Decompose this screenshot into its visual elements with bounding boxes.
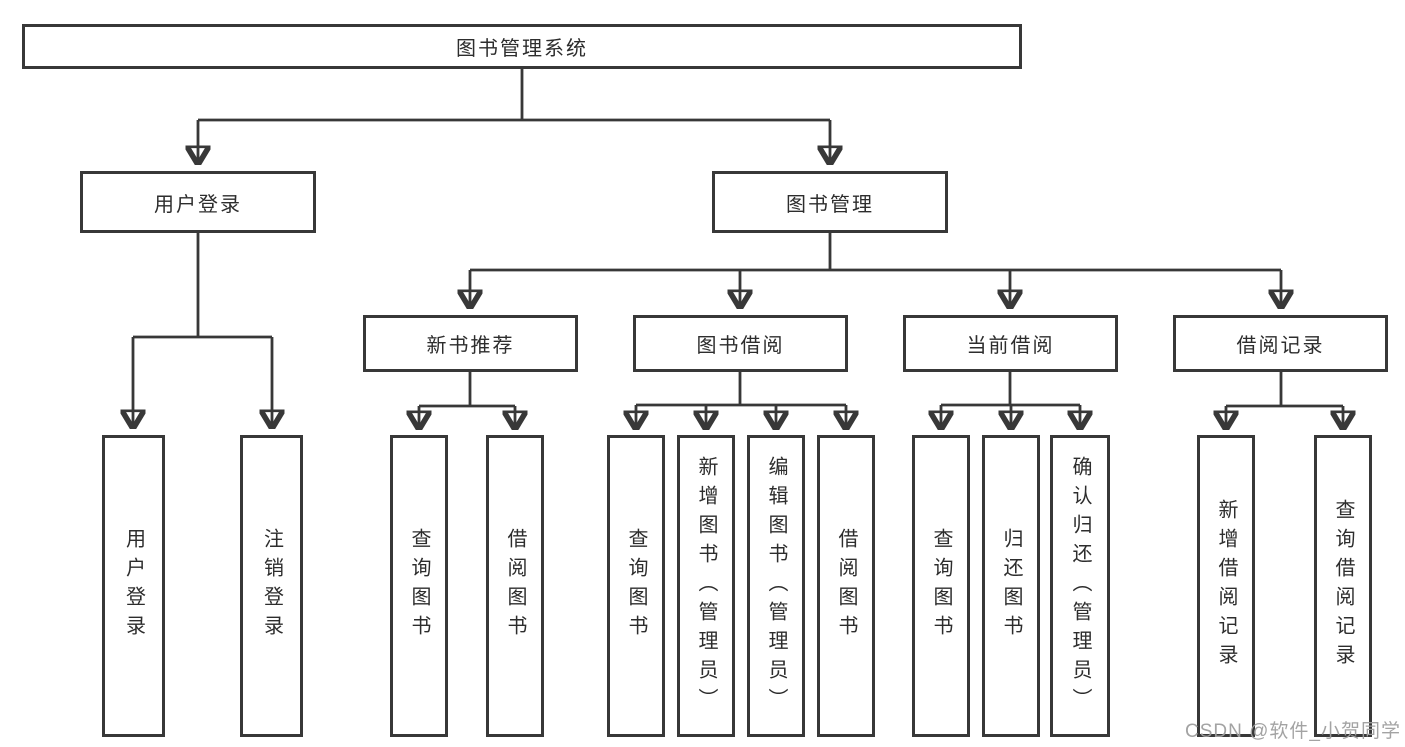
connector-new-book-recommend-split (419, 372, 515, 427)
connector-borrow-records-split (1226, 372, 1343, 427)
leaf-query-books-current: 查询图书 (912, 435, 970, 737)
connector-root-split (198, 68, 830, 162)
connector-book-management-split (470, 232, 1281, 306)
leaf-query-borrow-record: 查询借阅记录 (1314, 435, 1372, 737)
connector-book-borrow-split (636, 372, 846, 427)
leaf-borrow-books-recommend: 借阅图书 (486, 435, 544, 737)
node-current-borrow: 当前借阅 (903, 315, 1118, 372)
leaf-query-books-borrow: 查询图书 (607, 435, 665, 737)
node-user-login-branch: 用户登录 (80, 171, 316, 233)
leaf-borrow-books: 借阅图书 (817, 435, 875, 737)
leaf-user-login: 用户登录 (102, 435, 165, 737)
node-library-management-system: 图书管理系统 (22, 24, 1022, 69)
connector-current-borrow-split (941, 372, 1080, 427)
leaf-query-books-recommend: 查询图书 (390, 435, 448, 737)
leaf-return-books: 归还图书 (982, 435, 1040, 737)
node-book-management-branch: 图书管理 (712, 171, 948, 233)
csdn-watermark: CSDN @软件_小贺同学 (1185, 721, 1401, 742)
node-book-borrow: 图书借阅 (633, 315, 848, 372)
leaf-add-books-admin: 新增图书（管理员） (677, 435, 735, 737)
leaf-edit-books-admin: 编辑图书（管理员） (747, 435, 805, 737)
node-new-book-recommend: 新书推荐 (363, 315, 578, 372)
leaf-add-borrow-record: 新增借阅记录 (1197, 435, 1255, 737)
node-borrow-records: 借阅记录 (1173, 315, 1388, 372)
leaf-logout: 注销登录 (240, 435, 303, 737)
leaf-confirm-return-admin: 确认归还（管理员） (1050, 435, 1110, 737)
connector-user-login-split (133, 232, 272, 426)
